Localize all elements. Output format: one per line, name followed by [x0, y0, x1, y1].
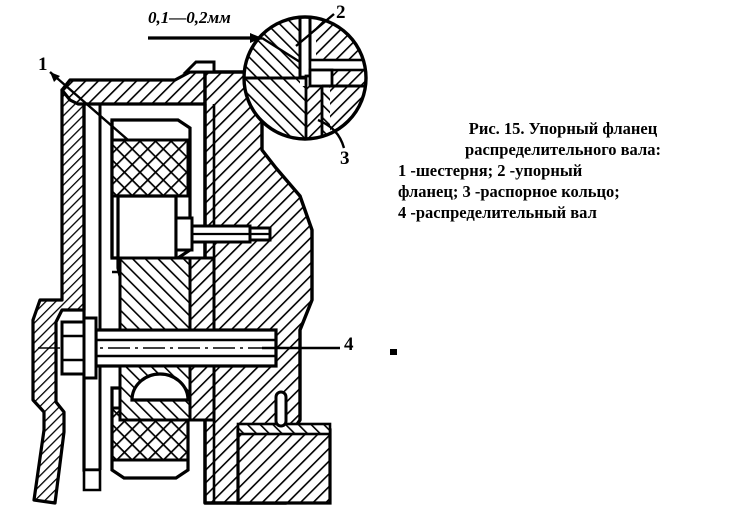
caption-line-5: 4 -распределительный вал — [398, 203, 597, 222]
camshaft-assembly — [38, 328, 300, 368]
main-cross-section — [31, 60, 332, 505]
dimension-arrow — [250, 33, 262, 43]
leader-3 — [317, 118, 346, 149]
figure-caption: Рис. 15. Упорный фланец распределительно… — [398, 118, 728, 223]
cover-lower-flange — [82, 468, 102, 492]
dimension-label: 0,1—0,2мм — [148, 8, 231, 27]
callout-label-4: 4 — [344, 334, 354, 355]
leader-2 — [295, 13, 335, 47]
callout-label-3: 3 — [340, 148, 350, 169]
leader-1 — [49, 71, 129, 141]
callout-label-2: 2 — [336, 2, 346, 23]
callout-label-1: 1 — [38, 54, 48, 75]
detail-circle — [242, 15, 368, 141]
center-bolt-head — [60, 316, 98, 380]
leader-lines — [49, 13, 397, 355]
caption-line-3: 1 -шестерня; 2 -упорный — [398, 161, 583, 180]
scan-speck — [390, 349, 397, 355]
housing-left-wall — [31, 88, 86, 505]
caption-line-2: распределительного вала: — [465, 140, 661, 159]
block-bolt-upper — [174, 216, 272, 252]
thrust-flange-region — [118, 256, 216, 422]
caption-line-4: фланец; 3 -распорное кольцо; — [398, 182, 620, 201]
caption-line-1: Рис. 15. Упорный фланец — [468, 119, 658, 138]
block-top-boss — [182, 60, 216, 74]
block-lower-chamber — [236, 390, 332, 505]
